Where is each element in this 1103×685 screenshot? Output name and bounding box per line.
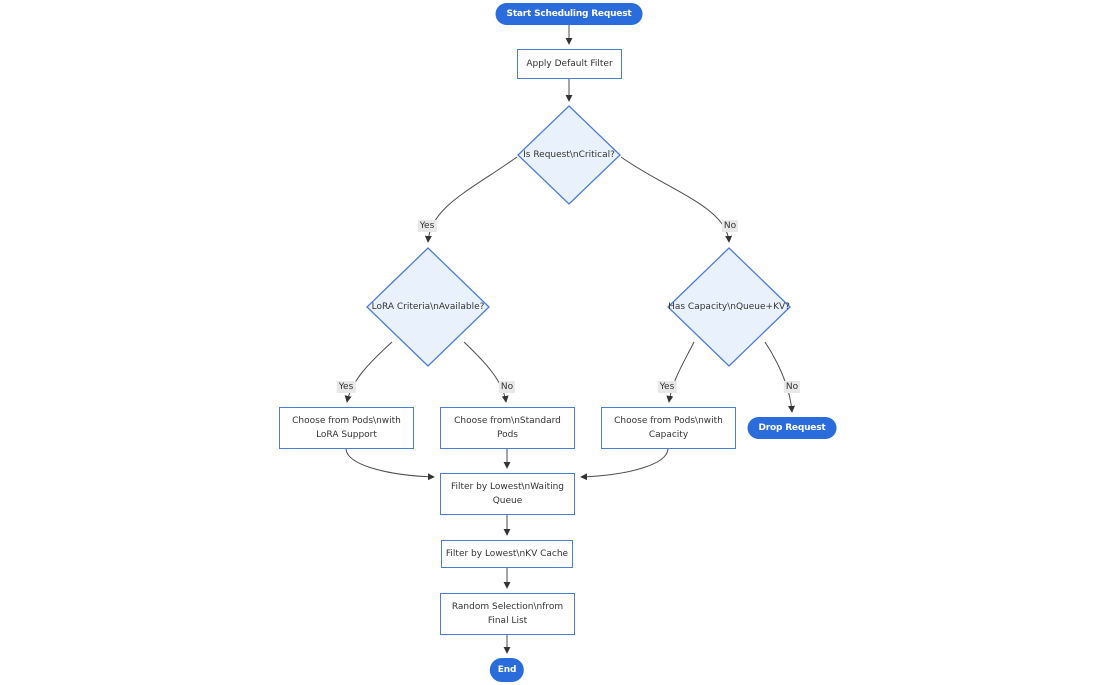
has-capacity-decision-label: Has Capacity\nQueue+KV?	[668, 302, 790, 312]
has-capacity-diamond-shape	[667, 247, 791, 367]
filter-kv-cache-label: Filter by Lowest\nKV Cache	[445, 549, 569, 559]
apply-default-filter-node: Apply Default Filter	[517, 49, 622, 79]
choose-standard-pods-label-line1: Choose from\nStandard	[454, 416, 561, 426]
choose-lora-pods-label-line1: Choose from Pods\nwith	[292, 416, 401, 426]
edge-label-yes-is-critical: Yes	[417, 220, 437, 232]
filter-waiting-queue-node: Filter by Lowest\nWaiting Queue	[440, 473, 575, 515]
choose-capacity-pods-node: Choose from Pods\nwith Capacity	[601, 407, 736, 449]
drop-request-node: Drop Request	[747, 417, 837, 439]
edge-has-capacity-yes	[666, 341, 695, 403]
edge-label-no-is-critical: No	[721, 220, 739, 232]
edge-label-no-has-capacity: No	[783, 381, 801, 393]
drop-request-label: Drop Request	[758, 423, 826, 433]
random-selection-label-line1: Random Selection\nfrom	[451, 602, 564, 612]
edge-label-no-lora-criteria: No	[498, 381, 516, 393]
edge-lora-criteria-yes	[344, 341, 393, 403]
choose-capacity-pods-label-line1: Choose from Pods\nwith	[614, 416, 723, 426]
lora-criteria-diamond-shape	[366, 247, 490, 367]
is-critical-diamond-shape	[517, 105, 621, 205]
random-selection-label-line2: Final List	[487, 616, 528, 626]
edge-choose-capacity-to-filter-queue	[580, 448, 669, 481]
start-node: Start Scheduling Request	[495, 3, 643, 25]
choose-lora-pods-label-line2: LoRA Support	[316, 430, 377, 440]
edge-has-capacity-no	[764, 341, 795, 413]
end-node: End	[489, 658, 525, 682]
edge-label-yes-lora-criteria: Yes	[336, 381, 356, 393]
is-critical-decision-label: Is Request\nCritical?	[523, 150, 615, 160]
filter-kv-cache-node: Filter by Lowest\nKV Cache	[441, 540, 573, 568]
choose-lora-pods-node: Choose from Pods\nwith LoRA Support	[279, 407, 414, 449]
edge-choose-lora-to-filter-queue	[345, 448, 435, 481]
random-selection-node: Random Selection\nfrom Final List	[440, 593, 575, 635]
end-node-label: End	[497, 665, 517, 675]
edge-lora-criteria-no	[463, 341, 509, 403]
edge-label-yes-has-capacity: Yes	[657, 381, 677, 393]
edge-is-critical-no	[620, 156, 733, 243]
choose-standard-pods-node: Choose from\nStandard Pods	[440, 407, 575, 449]
choose-capacity-pods-label-line2: Capacity	[648, 430, 689, 440]
lora-criteria-decision-label: LoRA Criteria\nAvailable?	[371, 302, 485, 312]
start-node-label: Start Scheduling Request	[506, 9, 632, 19]
filter-waiting-queue-label-line2: Queue	[492, 496, 523, 506]
apply-default-filter-label: Apply Default Filter	[526, 59, 613, 69]
edge-is-critical-yes	[424, 156, 518, 243]
filter-waiting-queue-label-line1: Filter by Lowest\nWaiting	[450, 482, 565, 492]
choose-standard-pods-label-line2: Pods	[496, 430, 518, 440]
